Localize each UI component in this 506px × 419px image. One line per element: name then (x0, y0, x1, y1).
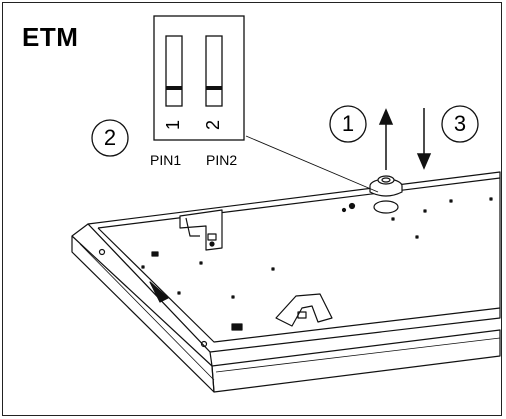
step-1-label: 1 (341, 111, 355, 136)
panel-left-edge (71, 223, 213, 367)
screw (98, 248, 106, 256)
lift-arrow-head (378, 108, 394, 125)
step-3-label: 3 (453, 111, 467, 136)
panel-top-surface (87, 171, 501, 353)
pin2-label: PIN2 (206, 152, 238, 168)
title: ETM (22, 22, 79, 52)
screw (200, 340, 208, 348)
dip-switch-pin1-slot (165, 35, 183, 107)
dip-switch-pin2-slot (205, 35, 223, 107)
leader-line (245, 135, 379, 193)
step-3-circle (441, 105, 479, 143)
step-2-label: 2 (103, 125, 117, 150)
pin2-number: 2 (203, 119, 224, 131)
pin1-label: PIN1 (150, 152, 182, 168)
sensor-knob (369, 175, 403, 197)
dip-switch (153, 15, 245, 141)
step-2-circle (91, 119, 129, 157)
step-1-circle (329, 105, 367, 143)
sensor-hole (373, 200, 399, 214)
mounting-bracket (275, 293, 333, 327)
pin1-number: 1 (163, 119, 184, 131)
panel-inner-rim (97, 177, 501, 229)
mounting-clip (179, 209, 223, 251)
press-arrow-head (416, 153, 432, 170)
